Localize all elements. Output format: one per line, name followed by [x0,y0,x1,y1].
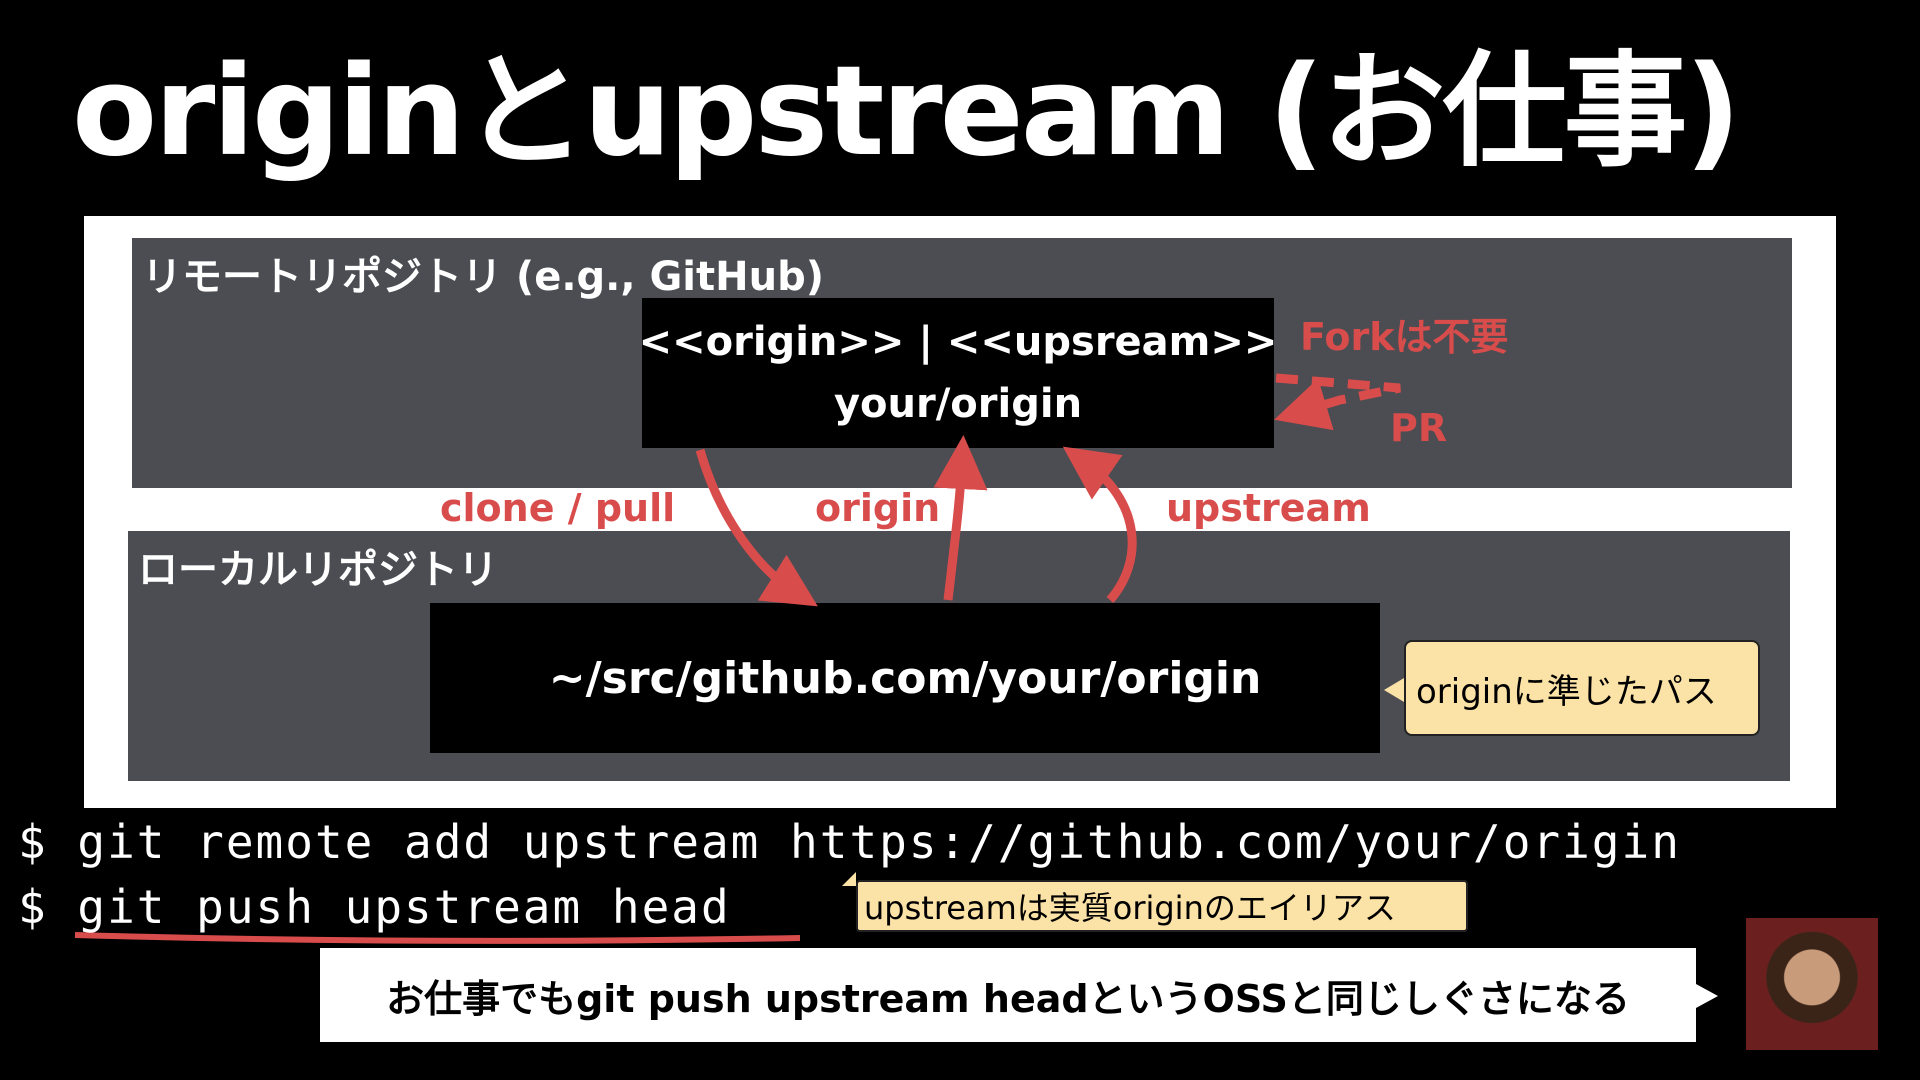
alias-callout-text: upstreamは実質originのエイリアス [864,889,1396,927]
remote-repo-id: your/origin [833,381,1083,427]
upstream-arrow [1062,446,1137,603]
alias-callout-tail [842,872,856,886]
path-callout-text: originに準じたパス [1416,671,1717,712]
origin-label: origin [815,486,941,530]
pr-arrow [1274,373,1401,431]
origin-arrow [933,435,988,601]
local-repo-path: ~/src/github.com/your/origin [548,652,1262,704]
upstream-label: upstream [1166,486,1371,530]
local-repo-box: ~/src/github.com/your/origin [430,603,1380,753]
speech-bubble: お仕事でもgit push upstream headというOSSと同じしぐさに… [320,948,1696,1042]
clone-pull-label: clone / pull [440,486,676,530]
speech-bubble-tail [1696,984,1718,1008]
path-callout-tail [1384,678,1404,702]
fork-note: Forkは不要 [1300,315,1509,359]
remote-repo-names: <<origin>> | <<upsream>> [638,319,1278,365]
slide-title: originとupstream (お仕事) [72,40,1741,184]
speech-text: お仕事でもgit push upstream headというOSSと同じしぐさに… [386,976,1630,1021]
pr-label: PR [1390,406,1448,450]
clone-pull-arrow [695,448,818,607]
local-panel-label: ローカルリポジトリ [138,547,498,593]
speaker-avatar [1746,918,1878,1050]
alias-callout: upstreamは実質originのエイリアス [856,880,1468,932]
command-remote-add: $ git remote add upstream https://github… [18,815,1681,869]
remote-repo-box: <<origin>> | <<upsream>> your/origin [639,298,1277,448]
remote-panel-label: リモートリポジトリ (e.g., GitHub) [142,254,825,300]
command-underline [74,932,801,944]
path-callout: originに準じたパス [1404,640,1760,736]
command-push-upstream: $ git push upstream head [18,880,731,934]
